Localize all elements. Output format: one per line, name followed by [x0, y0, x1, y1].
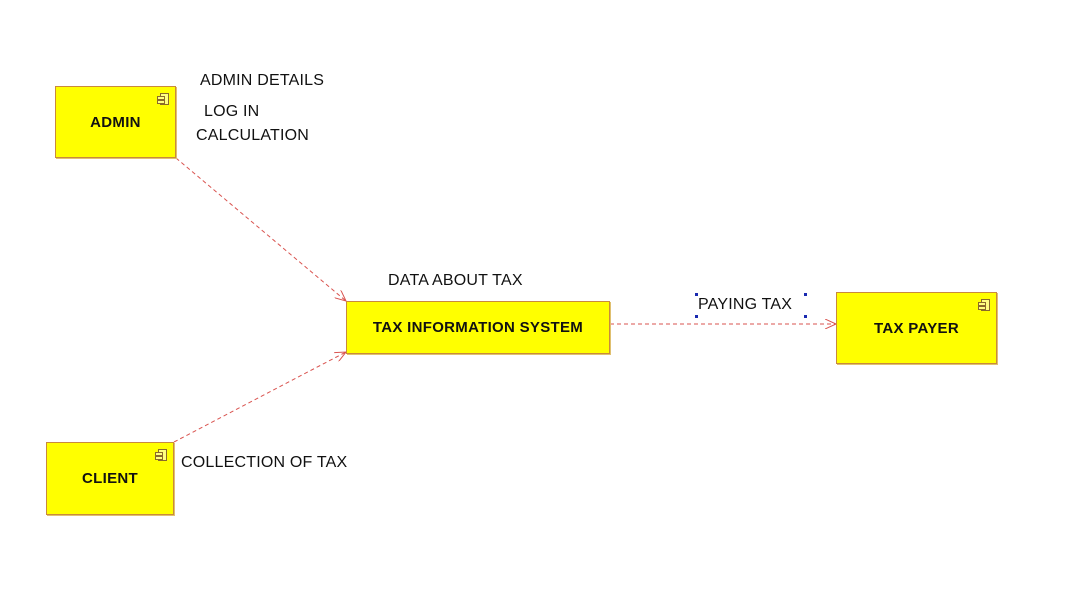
data-about-tax-label: DATA ABOUT TAX	[388, 272, 523, 289]
collection-of-tax-label: COLLECTION OF TAX	[181, 454, 348, 471]
selection-handle-top-left[interactable]	[695, 293, 698, 296]
tax-information-system-label: TAX INFORMATION SYSTEM	[372, 319, 584, 336]
component-icon	[157, 93, 169, 105]
tax-payer-label: TAX PAYER	[874, 319, 959, 337]
client-component[interactable]: CLIENT	[46, 442, 174, 515]
admin-label: ADMIN	[90, 113, 141, 131]
admin-details-label: ADMIN DETAILS	[200, 72, 325, 89]
component-icon	[978, 299, 990, 311]
tax-information-system-component[interactable]: TAX INFORMATION SYSTEM	[346, 301, 610, 354]
admin-component[interactable]: ADMIN	[55, 86, 176, 158]
connector-admin-to-system[interactable]	[175, 157, 346, 301]
tax-payer-component[interactable]: TAX PAYER	[836, 292, 997, 364]
selection-handle-top-right[interactable]	[804, 293, 807, 296]
selection-handle-bottom-left[interactable]	[695, 315, 698, 318]
paying-tax-label[interactable]: PAYING TAX	[698, 296, 793, 313]
connector-client-to-system[interactable]	[173, 352, 346, 443]
log-in-label: LOG IN	[204, 103, 260, 120]
client-label: CLIENT	[82, 470, 138, 487]
selection-handle-bottom-right[interactable]	[804, 315, 807, 318]
calculation-label: CALCULATION	[196, 127, 310, 144]
component-icon	[155, 449, 167, 461]
